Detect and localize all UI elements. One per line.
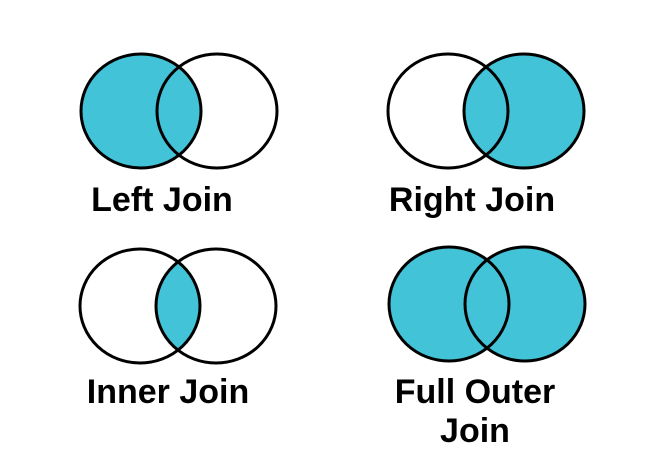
- inner-join-venn: [78, 247, 278, 365]
- right-circle-fill: [464, 54, 584, 168]
- right-circle-outline: [155, 52, 279, 170]
- right-join-venn: [386, 52, 586, 170]
- left-circle-fill: [389, 247, 509, 361]
- left-circle-outline: [79, 52, 203, 170]
- intersection-fill: [81, 54, 201, 168]
- left-circle-fill: [81, 54, 201, 168]
- diagram-label: Left Join: [91, 181, 233, 219]
- left-circle-outline: [78, 247, 202, 365]
- left-circle-fill: [388, 54, 508, 168]
- left-circle-outline: [386, 52, 510, 170]
- diagram-label: Full Outer Join: [394, 373, 556, 450]
- right-circle-outline: [463, 245, 587, 363]
- diagram-label: Right Join: [388, 181, 556, 219]
- intersection-fill: [389, 247, 509, 361]
- right-circle-fill: [156, 249, 276, 363]
- intersection-fill: [388, 54, 508, 168]
- right-circle-fill: [465, 247, 585, 361]
- full-outer-join-venn: [387, 245, 587, 363]
- left-join-venn: [79, 52, 279, 170]
- intersection-fill: [156, 249, 200, 363]
- right-circle-fill: [157, 54, 277, 168]
- right-circle-outline: [154, 247, 278, 365]
- diagram-label: Inner Join: [86, 373, 250, 411]
- left-circle-outline: [387, 245, 511, 363]
- right-circle-outline: [462, 52, 586, 170]
- left-circle-fill: [80, 249, 200, 363]
